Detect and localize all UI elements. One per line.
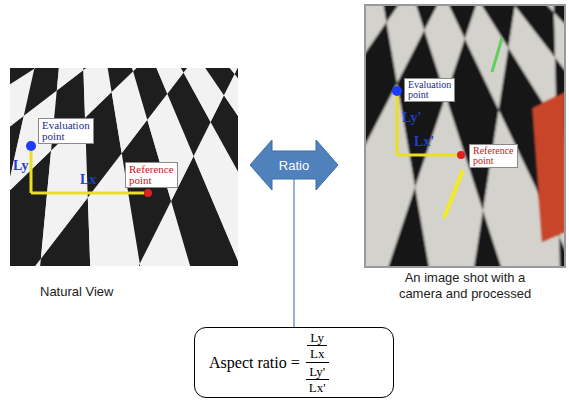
natural-photo [10, 68, 238, 266]
yellow-edge-line [444, 170, 463, 218]
board-square [197, 68, 235, 95]
board-square [82, 68, 105, 70]
formula-box: Aspect ratio = LyLxLy' Lx' [194, 327, 394, 398]
point-label: Reference point [469, 144, 518, 168]
board-square [24, 68, 61, 116]
board-square [520, 5, 554, 12]
denominator: Lx' [306, 381, 329, 394]
point-label: Evaluation point [404, 78, 455, 102]
lx-line [397, 154, 457, 157]
board-square [443, 5, 478, 38]
evaluation-dot [26, 141, 36, 151]
reference-dot [457, 151, 465, 159]
board-square [478, 5, 515, 47]
formula-lead: Aspect ratio = [209, 354, 300, 372]
dimension-label: Ly' [402, 110, 421, 126]
board-square [105, 68, 133, 92]
board-square [515, 5, 555, 57]
board-square [124, 68, 151, 71]
image-caption: An image shot with a camera and processe… [390, 270, 540, 301]
ly-line [30, 151, 33, 193]
board-square [151, 68, 184, 94]
board-square [166, 68, 197, 73]
red-object [532, 92, 565, 242]
board-square [57, 68, 84, 90]
board-square [208, 68, 238, 74]
green-mark [492, 38, 502, 72]
evaluation-dot [392, 86, 402, 96]
camera-photo [365, 5, 565, 267]
numerator: Ly [307, 331, 327, 344]
board-square [553, 5, 565, 68]
board-square [553, 5, 565, 20]
point-label: Evaluation point [38, 118, 94, 144]
fraction: Ly' Lx' [306, 365, 329, 394]
compound-fraction: LyLxLy' Lx' [306, 331, 329, 394]
board-square [34, 68, 63, 69]
main-fraction-bar [306, 362, 329, 363]
dimension-label: Lx' [414, 134, 434, 150]
reference-dot [144, 189, 152, 197]
board-square [365, 5, 380, 15]
board-square [380, 5, 411, 22]
numerator: Ly' [306, 365, 328, 378]
checkerboard [365, 5, 565, 267]
ly-line [396, 96, 399, 155]
dimension-label: Ly [13, 158, 29, 174]
double-arrow-outline [250, 140, 338, 190]
photo-frame [365, 5, 565, 267]
ratio-label: Ratio [279, 158, 309, 173]
checkerboard [10, 68, 238, 266]
connector-line [293, 179, 294, 327]
image-caption: Natural View [40, 284, 113, 299]
board-square [83, 68, 111, 118]
lx-line [31, 192, 144, 195]
fraction: LyLx [307, 331, 327, 360]
board-square [411, 5, 444, 30]
fraction-bar [307, 345, 327, 346]
board-square [235, 68, 238, 124]
board-square [387, 5, 425, 83]
dimension-label: Lx [80, 172, 96, 188]
ratio-arrow: Ratio [250, 140, 338, 190]
denominator: Lx [307, 347, 327, 360]
fraction-bar [306, 379, 329, 380]
board-square [365, 5, 387, 71]
point-label: Reference point [125, 162, 178, 188]
